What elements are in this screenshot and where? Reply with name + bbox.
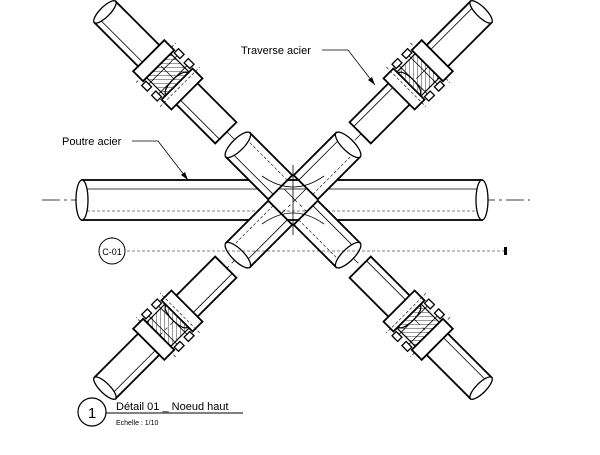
detail-title: Détail 01 _ Noeud haut <box>116 401 229 413</box>
detail-number-circle <box>77 397 107 427</box>
section-marker <box>98 237 507 265</box>
section-ref-label: C-01 <box>102 247 122 257</box>
label-poutre: Poutre acier <box>62 136 122 148</box>
leader-traverse <box>322 49 376 86</box>
label-traverse: Traverse acier <box>241 45 311 57</box>
title-block <box>77 397 243 427</box>
brace-top-left <box>80 0 247 154</box>
detail-scale: Echelle : 1/10 <box>116 420 159 427</box>
detail-number: 1 <box>88 405 96 422</box>
main-beam <box>42 179 530 221</box>
brace-top-right <box>339 0 506 154</box>
leader-poutre <box>132 140 189 181</box>
node-joint <box>261 165 325 235</box>
brace-bottom-left <box>80 246 247 413</box>
brace-bottom-right <box>339 246 506 413</box>
